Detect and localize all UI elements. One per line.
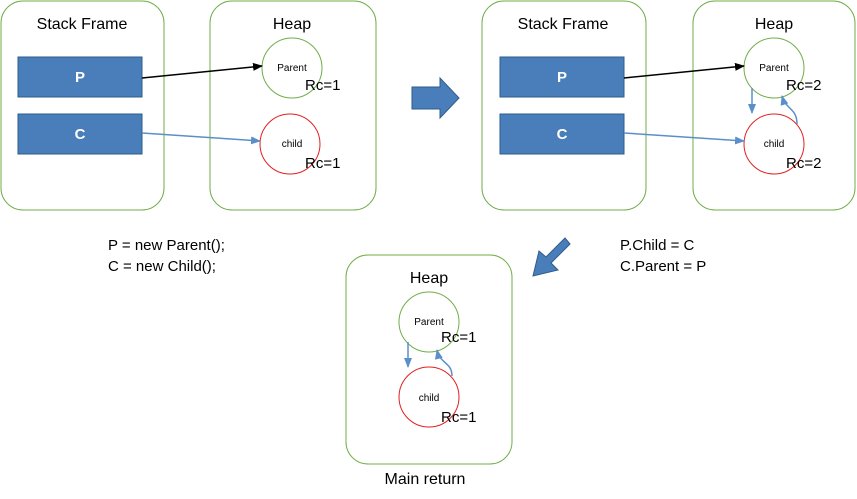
var-c-box	[499, 113, 625, 155]
child-node-label: child	[282, 139, 303, 150]
flow-arrow-right	[411, 76, 460, 120]
child-node-label: child	[419, 393, 440, 404]
flow-arrow-down-left	[532, 237, 571, 277]
panel-after-assign: Stack Frame Heap P C Parent Rc=2 child R…	[481, 0, 856, 275]
parent-rc: Rc=1	[305, 77, 340, 94]
child-rc: Rc=1	[305, 155, 340, 172]
ref-arrow-p-to-parent	[623, 62, 745, 79]
var-c-label: C	[557, 126, 568, 143]
heap-box	[345, 254, 513, 465]
ref-arrow-c-to-child	[141, 132, 261, 145]
var-c-label: C	[75, 126, 86, 143]
stack-frame-box	[0, 0, 165, 211]
var-p-box	[17, 56, 143, 98]
parent-node-label: Parent	[414, 317, 444, 328]
ref-arrow-child-to-parent	[780, 95, 798, 125]
parent-node-label: Parent	[277, 63, 307, 74]
heap-title: Heap	[410, 270, 448, 287]
code-line-2: C.Parent = P	[620, 258, 706, 275]
heap-title: Heap	[273, 16, 311, 33]
caption: Main return	[385, 471, 466, 488]
ref-arrow-child-to-parent	[434, 349, 453, 377]
parent-rc: Rc=2	[786, 77, 821, 94]
heap-box	[692, 0, 856, 211]
heap-box	[209, 0, 377, 211]
stack-frame-box	[481, 0, 647, 211]
code-line-2: C = new Child();	[108, 258, 216, 275]
var-p-box	[499, 56, 625, 98]
code-line-1: P.Child = C	[620, 237, 695, 254]
stack-frame-title: Stack Frame	[518, 16, 609, 33]
var-p-label: P	[557, 69, 567, 86]
ref-arrow-p-to-parent	[141, 62, 263, 79]
panel-main-return: Heap Parent Rc=1 child Rc=1 Main return	[345, 254, 513, 488]
child-node	[398, 366, 460, 428]
child-node-label: child	[764, 139, 785, 150]
child-rc: Rc=2	[786, 155, 821, 172]
stack-frame-title: Stack Frame	[37, 16, 128, 33]
heap-title: Heap	[755, 16, 793, 33]
child-rc: Rc=1	[441, 409, 476, 426]
code-line-1: P = new Parent();	[108, 237, 225, 254]
var-p-label: P	[75, 69, 85, 86]
ref-arrow-c-to-child	[623, 132, 745, 145]
panel-initial: Stack Frame Heap P C Parent Rc=1 child R…	[0, 0, 377, 275]
parent-node	[398, 291, 460, 353]
parent-rc: Rc=1	[441, 329, 476, 346]
parent-node-label: Parent	[759, 63, 789, 74]
var-c-box	[17, 113, 143, 155]
